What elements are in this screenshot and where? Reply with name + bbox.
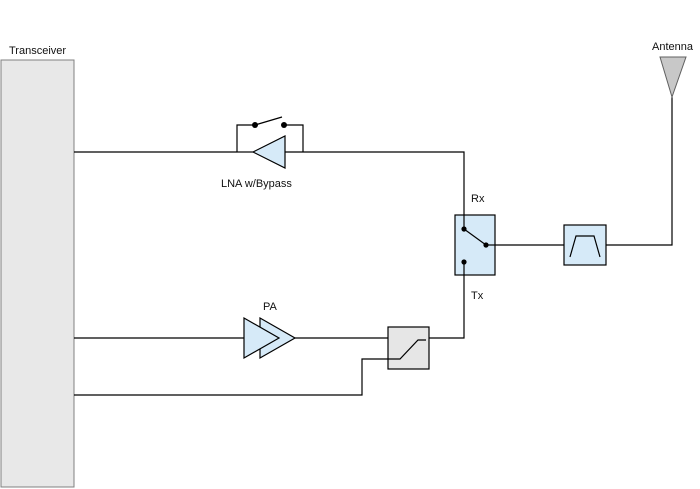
bandpass-filter-icon	[563, 224, 607, 266]
lna-icon	[251, 135, 286, 169]
transceiver-label: Transceiver	[9, 45, 66, 57]
antenna-icon	[659, 56, 687, 99]
filter-box	[563, 224, 607, 266]
spdt-switch-icon	[454, 214, 496, 276]
detector-feedback-wire	[74, 358, 390, 396]
bypass-loop-wire-right	[284, 124, 304, 152]
lna-with-bypass	[236, 116, 304, 169]
lna-label: LNA w/Bypass	[221, 178, 292, 190]
bypass-loop-wire	[236, 124, 255, 152]
filter-to-antenna-wire	[606, 97, 673, 246]
coupler-to-switch-wire	[429, 275, 465, 339]
coupler-box	[387, 326, 430, 370]
transceiver-block	[0, 59, 75, 488]
pa-label: PA	[263, 301, 278, 313]
bypass-switch-icon	[252, 116, 287, 128]
rx-label: Rx	[471, 193, 485, 205]
rx-path-wire-2	[303, 151, 465, 215]
antenna-label: Antenna	[652, 41, 694, 53]
tx-label: Tx	[471, 290, 484, 302]
double-triangle-amplifier-icon	[243, 316, 297, 360]
coupler-icon	[387, 326, 430, 370]
pa-triangle-front	[243, 316, 281, 360]
